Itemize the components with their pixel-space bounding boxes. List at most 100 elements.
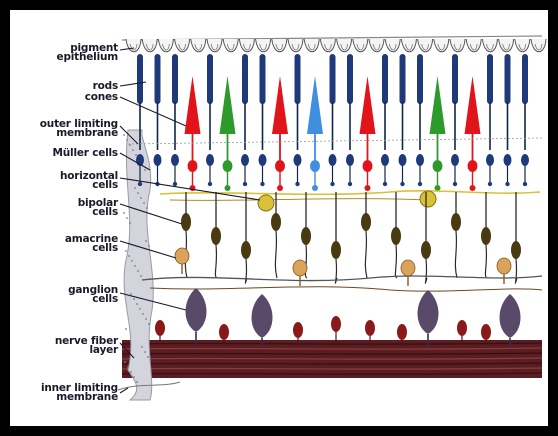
label-bipolar-cells: bipolarcells: [14, 199, 118, 217]
ganglion-cell-layer: [155, 288, 521, 348]
rod-terminal: [488, 182, 492, 186]
cone-outer-segment: [360, 76, 376, 134]
horizontal-cell-body: [258, 195, 274, 211]
bipolar-cell-body: [421, 241, 431, 259]
small-ganglion-body: [293, 322, 303, 338]
pigment-epithelium-row: [122, 36, 546, 52]
label-muller-cells: Müller cells: [14, 149, 118, 158]
rod-outer-segment: [207, 54, 213, 104]
rod-outer-segment: [382, 54, 388, 104]
rod-nucleus: [259, 154, 267, 166]
cone-nucleus: [363, 160, 373, 172]
rod-nucleus: [206, 154, 214, 166]
bipolar-cell-body: [391, 227, 401, 245]
muller-speckle: [146, 207, 148, 209]
muller-speckle: [142, 313, 144, 315]
small-ganglion-body: [457, 320, 467, 336]
rod-terminal: [173, 182, 177, 186]
cone-outer-segment: [307, 76, 323, 134]
muller-speckle: [126, 217, 128, 219]
muller-speckle: [144, 351, 146, 353]
muller-speckle: [129, 222, 131, 224]
cone-outer-segment: [220, 76, 236, 134]
small-ganglion-body: [331, 316, 341, 332]
muller-speckle: [123, 212, 125, 214]
inner-plexiform-process: [150, 287, 542, 291]
bipolar-axon: [275, 231, 277, 278]
rod-outer-segment: [172, 54, 178, 104]
small-ganglion-body: [155, 320, 165, 336]
cone-nucleus: [310, 160, 320, 172]
cone-pedicle: [470, 185, 476, 191]
bipolar-axon: [215, 245, 217, 278]
cone-pedicle: [365, 185, 371, 191]
rod-terminal: [295, 182, 299, 186]
rod-outer-segment: [347, 54, 353, 104]
ganglion-cell-body: [252, 294, 273, 338]
muller-speckle: [148, 323, 150, 325]
rod-terminal: [383, 182, 387, 186]
rod-nucleus: [399, 154, 407, 166]
bipolar-cell-body: [301, 227, 311, 245]
rod-nucleus: [504, 154, 512, 166]
rod-nucleus: [346, 154, 354, 166]
muller-speckle: [135, 154, 137, 156]
label-outer-limiting-membrane: outer limitingmembrane: [14, 120, 118, 138]
bipolar-axon: [455, 231, 457, 278]
cone-nucleus: [433, 160, 443, 172]
rod-terminal: [505, 182, 509, 186]
inner-plexiform-process: [142, 276, 542, 281]
rod-outer-segment: [137, 54, 143, 104]
rod-nucleus: [294, 154, 302, 166]
bipolar-axon: [245, 259, 247, 283]
rod-outer-segment: [522, 54, 528, 104]
ganglion-cell-body: [186, 288, 207, 332]
muller-speckle: [134, 187, 136, 189]
muller-speckle: [143, 202, 145, 204]
horizontal-cell-body: [420, 191, 436, 207]
cone-outer-segment: [185, 76, 201, 134]
rod-nucleus: [171, 154, 179, 166]
outer-limiting-membrane-line: [128, 138, 542, 144]
rod-outer-segment: [400, 54, 406, 104]
horizontal-process: [160, 191, 540, 194]
cone-pedicle: [435, 185, 441, 191]
muller-speckle: [137, 192, 139, 194]
bipolar-cell-layer: [181, 192, 521, 283]
cone-nucleus: [468, 160, 478, 172]
muller-speckle: [144, 169, 146, 171]
bipolar-cell-body: [181, 213, 191, 231]
ganglion-cell-body: [418, 290, 439, 334]
retina-layers-illustration: [10, 10, 548, 426]
bipolar-cell-body: [361, 213, 371, 231]
muller-speckle: [130, 371, 132, 373]
muller-speckle: [123, 134, 125, 136]
cone-nucleus: [275, 160, 285, 172]
muller-speckle: [140, 275, 142, 277]
bipolar-cell-body: [481, 227, 491, 245]
bipolar-axon: [425, 259, 427, 283]
rod-outer-segment: [330, 54, 336, 104]
rod-terminal: [348, 182, 352, 186]
muller-speckle: [136, 303, 138, 305]
muller-speckle: [147, 356, 149, 358]
bipolar-cell-body: [511, 241, 521, 259]
rod-outer-segment: [242, 54, 248, 104]
label-cones: cones: [14, 93, 118, 102]
rod-terminal: [260, 182, 264, 186]
rod-outer-segment: [260, 54, 266, 104]
bipolar-cell-body: [241, 241, 251, 259]
rod-outer-segment: [295, 54, 301, 104]
small-ganglion-body: [365, 320, 375, 336]
label-rods: rods: [14, 82, 118, 91]
muller-speckle: [125, 250, 127, 252]
amacrine-cell-body: [497, 258, 511, 274]
amacrine-cell-layer: [142, 248, 542, 291]
muller-speckle: [125, 328, 127, 330]
rod-nucleus: [521, 154, 529, 166]
cone-pedicle: [312, 185, 318, 191]
